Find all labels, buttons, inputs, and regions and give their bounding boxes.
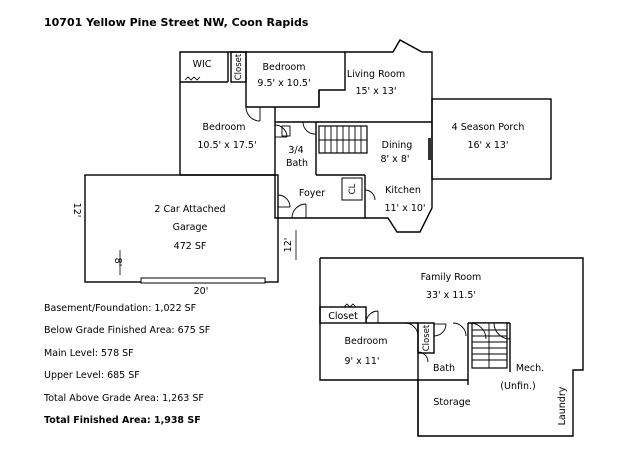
main-level-door-swings [245,106,376,219]
family-room-dims: 33' x 11.5' [426,290,476,301]
living-room-name: Living Room [347,69,405,80]
dim-12-left: 12' [71,203,82,218]
bath-name-1: 3/4 [288,145,303,156]
living-room-dims: 15' x 13' [355,86,396,97]
garage-name-2: Garage [173,222,208,233]
page-title: 10701 Yellow Pine Street NW, Coon Rapids [44,16,309,29]
lower-level-walls [319,257,584,437]
wic-rod [184,76,201,81]
porch-door [428,138,433,160]
lower-bath-label: Bath [433,363,455,374]
closet-left-label: Closet [328,311,358,322]
bath-toilet [281,125,291,137]
lower-bedroom-dims: 9' x 11' [344,356,379,367]
stat-basement: Basement/Foundation: 1,022 SF [44,303,197,314]
lower-level-door-swings [365,310,511,363]
porch-name: 4 Season Porch [452,122,525,133]
storage-label: Storage [433,397,470,408]
stat-main-level: Main Level: 578 SF [44,347,134,359]
lower-bedroom-name: Bedroom [345,336,388,347]
dimension-ticks [119,230,297,275]
dim-12-right: 12' [283,238,294,253]
foyer-label: Foyer [299,188,325,199]
garage-area: 472 SF [174,241,207,252]
mech-note: (Unfin.) [500,381,535,392]
dining-name: Dining [382,140,413,151]
closet-mid-label: Closet [422,324,432,351]
main-level-stairs [318,125,368,154]
garage-name-1: 2 Car Attached [154,204,225,215]
bedroom-large-name: Bedroom [203,122,246,133]
family-room-name: Family Room [421,272,482,283]
closet-rod-lower [343,303,357,308]
closet-label: Closet [234,53,244,80]
area-summary: Basement/Foundation: 1,022 SF Below Grad… [44,298,210,432]
cl-closet-box [341,177,363,201]
stat-upper-level: Upper Level: 685 SF [44,370,140,382]
dim-8: 8' [112,258,123,267]
wic-label: WIC [193,59,212,70]
porch-outline [431,98,552,180]
bedroom-small-name: Bedroom [263,62,306,73]
bedroom-small-dims: 9.5' x 10.5' [257,78,310,89]
bath-name-2: Bath [286,158,308,169]
cl-label: CL [348,183,358,194]
kitchen-dims: 11' x 10' [384,203,425,214]
porch-dims: 16' x 13' [467,140,508,151]
laundry-label: Laundry [557,386,568,425]
stat-total-above: Total Above Grade Area: 1,263 SF [44,392,204,404]
mech-name: Mech. [516,363,544,374]
lower-level-stairs [471,322,508,369]
stat-below-grade: Below Grade Finished Area: 675 SF [44,325,211,337]
bedroom-large-dims: 10.5' x 17.5' [197,140,256,151]
dim-20: 20' [194,286,209,297]
dining-dims: 8' x 8' [381,154,410,165]
kitchen-name: Kitchen [385,185,421,196]
stat-total-finished: Total Finished Area: 1,938 SF [44,415,201,427]
garage-door [140,277,266,284]
